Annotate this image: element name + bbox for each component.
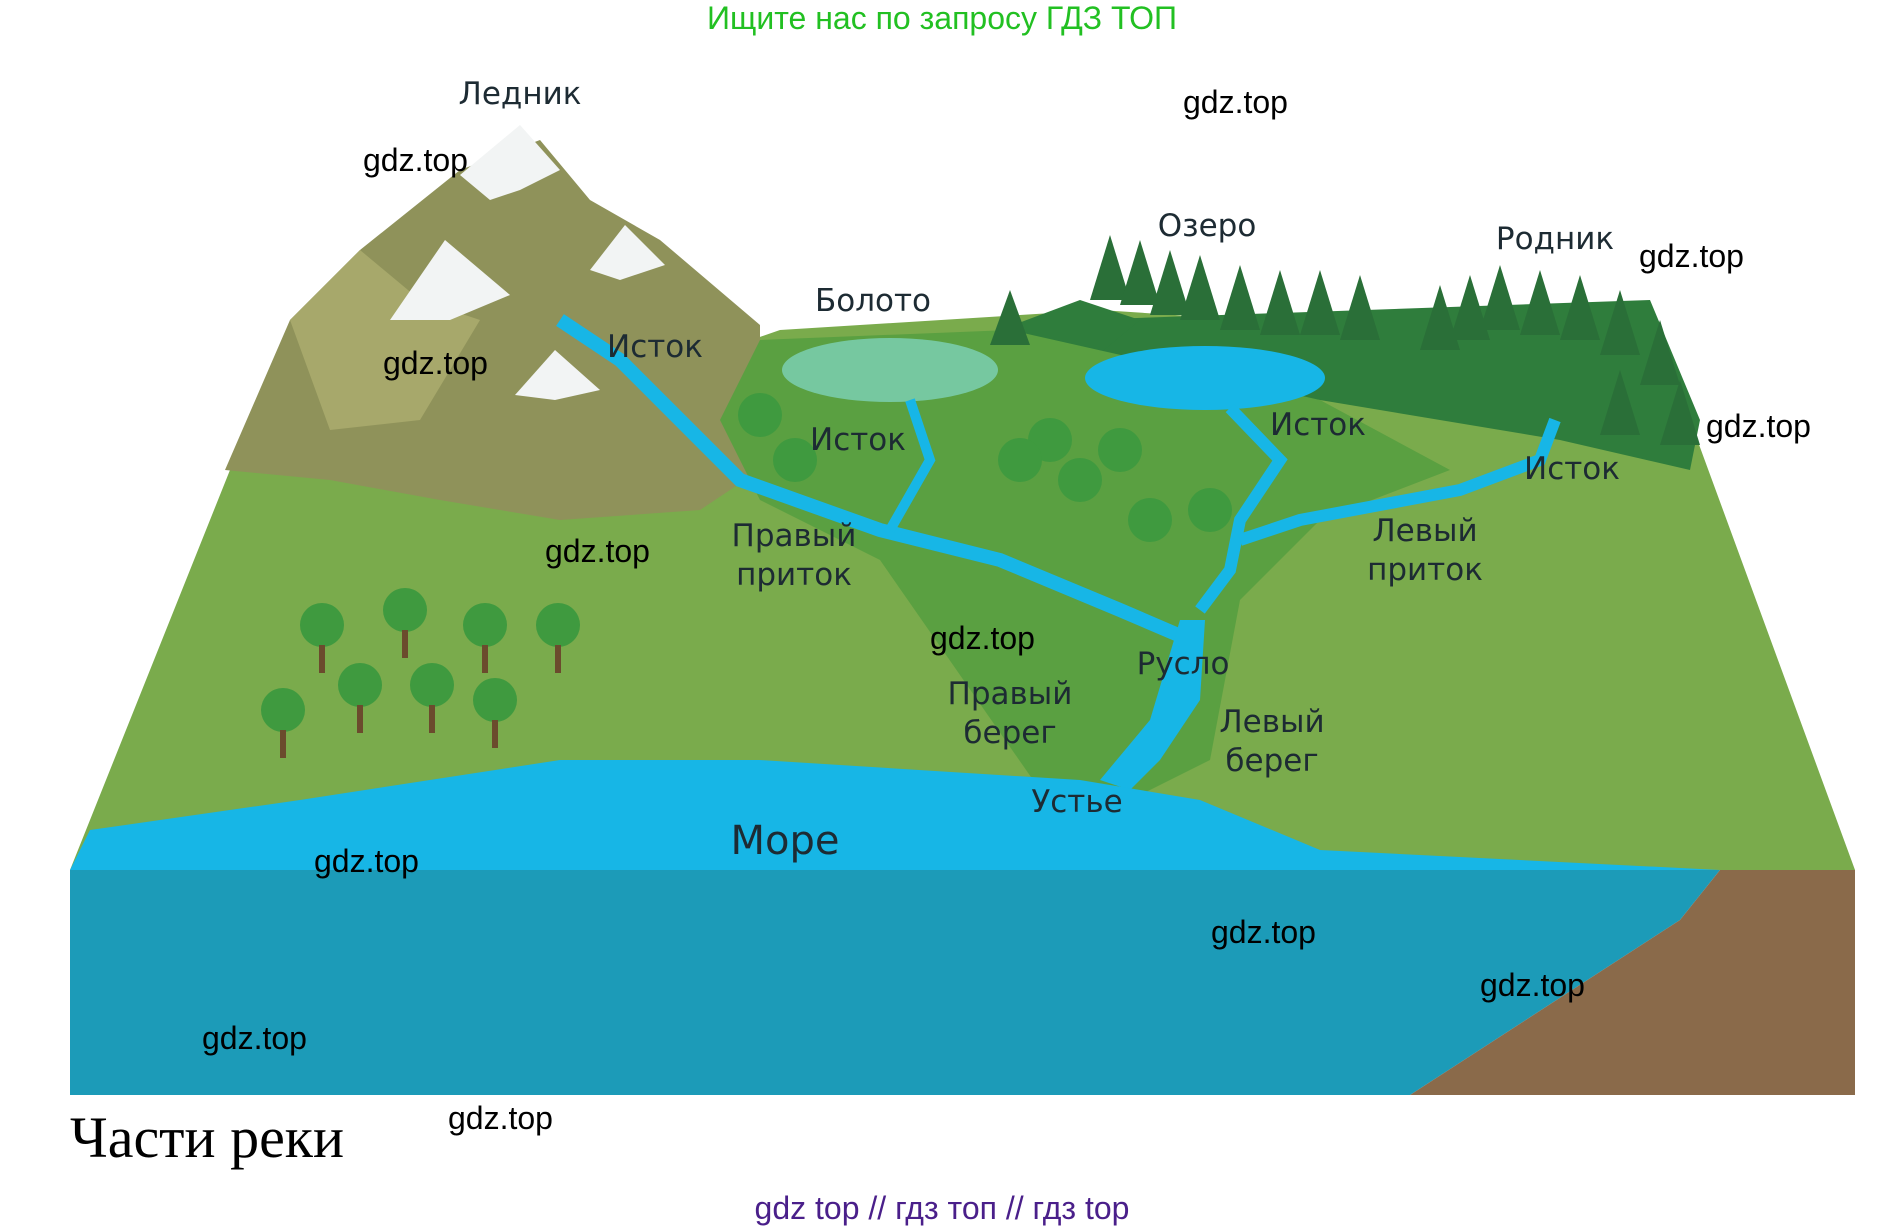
label-swamp: Болото bbox=[814, 283, 932, 319]
label-source-lake: Исток bbox=[1270, 407, 1366, 443]
label-left-tributary-2: приток bbox=[1367, 552, 1483, 588]
watermark: gdz.top bbox=[545, 533, 650, 569]
watermark: gdz.top bbox=[1211, 914, 1316, 950]
label-left-tributary-1: Левый bbox=[1372, 513, 1478, 549]
watermark: gdz.top bbox=[930, 620, 1035, 656]
lake-water bbox=[1085, 346, 1325, 410]
label-right-tributary-1: Правый bbox=[731, 518, 857, 554]
watermark: gdz.top bbox=[202, 1020, 307, 1056]
label-source-spring: Исток bbox=[1524, 451, 1620, 487]
label-lake: Озеро bbox=[1157, 208, 1257, 244]
label-mouth: Устье bbox=[1031, 784, 1123, 820]
label-right-bank-1: Правый bbox=[947, 676, 1073, 712]
watermark: gdz.top bbox=[1706, 408, 1811, 444]
watermark: gdz.top bbox=[1639, 238, 1744, 274]
river-from-swamp bbox=[885, 398, 936, 533]
snow-peak-2 bbox=[390, 240, 510, 320]
snow-peak-3 bbox=[590, 225, 665, 280]
river-from-lake bbox=[1195, 403, 1288, 614]
watermark: gdz.top bbox=[383, 345, 488, 381]
sea-top bbox=[70, 760, 1720, 870]
snow-peak-4 bbox=[515, 350, 600, 400]
label-glacier: Ледник bbox=[458, 76, 582, 112]
earth-side-face bbox=[1410, 870, 1855, 1095]
trees-left-group bbox=[261, 393, 1232, 732]
swamp-area bbox=[782, 338, 998, 402]
caption: Части реки bbox=[70, 1105, 345, 1170]
label-source-swamp: Исток bbox=[810, 422, 906, 458]
river-channel bbox=[1100, 620, 1205, 790]
mountain-light bbox=[290, 250, 480, 430]
label-right-bank-2: берег bbox=[963, 715, 1057, 751]
snow-peak-1 bbox=[460, 125, 560, 200]
label-left-bank-2: берег bbox=[1225, 743, 1319, 779]
watermark: gdz.top bbox=[314, 843, 419, 879]
sea-side-face bbox=[70, 870, 1720, 1095]
label-spring: Родник bbox=[1495, 221, 1615, 257]
watermark: gdz.top bbox=[363, 142, 468, 178]
fir-trees bbox=[990, 235, 1700, 445]
river-right-tributary bbox=[556, 314, 1193, 647]
river-left-tributary bbox=[1238, 417, 1561, 546]
label-left-bank-1: Левый bbox=[1219, 704, 1325, 740]
trees-left-trunks bbox=[280, 630, 561, 758]
watermark: gdz.top bbox=[448, 1100, 553, 1136]
forest-right bbox=[1080, 300, 1700, 470]
watermark: gdz.top bbox=[1183, 84, 1288, 120]
label-source-mountain: Исток bbox=[607, 329, 703, 365]
top-banner: Ищите нас по запросу ГДЗ ТОП bbox=[707, 0, 1177, 36]
label-channel: Русло bbox=[1136, 646, 1230, 682]
label-sea: Море bbox=[730, 818, 840, 864]
watermark: gdz.top bbox=[1480, 967, 1585, 1003]
label-right-tributary-2: приток bbox=[736, 557, 852, 593]
footer-links: gdz top // гдз топ // гдз top bbox=[754, 1190, 1130, 1226]
